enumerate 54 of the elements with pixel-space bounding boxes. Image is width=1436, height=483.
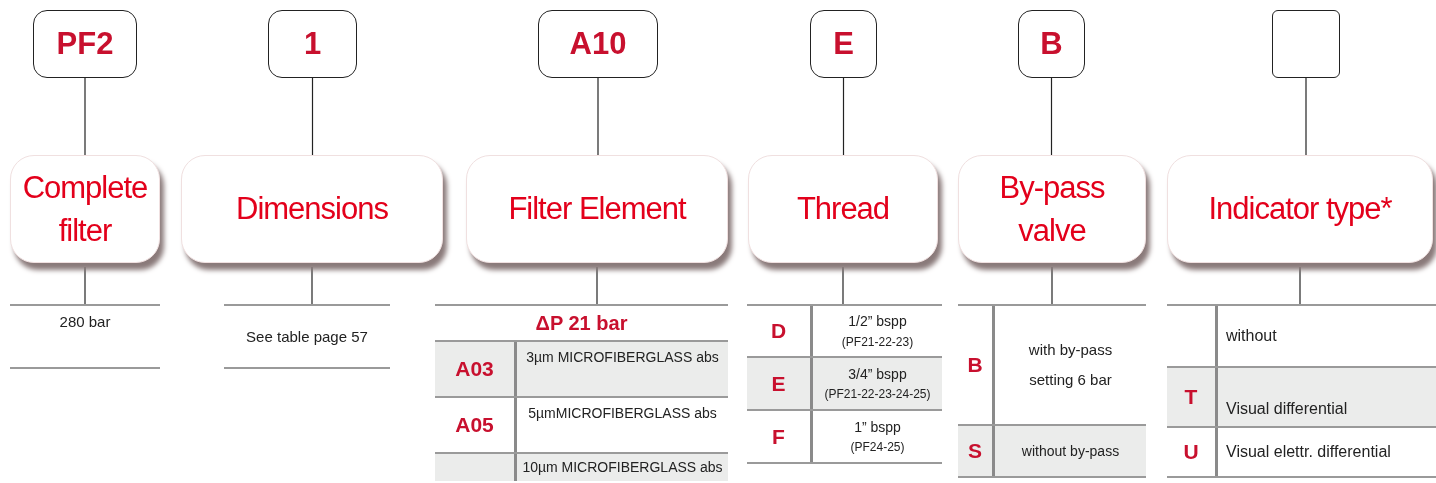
category-box: Thread [748, 155, 938, 263]
option-code: S [958, 426, 995, 476]
connector-line [1305, 77, 1307, 156]
option-table [747, 304, 942, 464]
connector-line [1299, 266, 1301, 305]
connector-line [84, 266, 86, 305]
option-code: T [1167, 368, 1218, 426]
option-table [10, 304, 160, 369]
option-description: 10µm MICROFIBERGLASS abs [522, 458, 723, 478]
option-table [224, 304, 390, 369]
connector-line [311, 266, 313, 305]
option-code: U [1167, 428, 1218, 476]
connector-line [84, 77, 86, 156]
option-description: 280 bar [59, 312, 111, 332]
category-box: Dimensions [181, 155, 443, 263]
option-description: 1” bspp [854, 417, 901, 437]
code-box: A10 [538, 10, 658, 78]
option-table [435, 304, 728, 481]
option-code: A03 [435, 342, 517, 396]
table-heading: ΔP 21 bar [534, 311, 629, 336]
connector-line [597, 77, 599, 156]
option-description: 3/4” bspp [848, 364, 907, 384]
option-description: without by-pass [1021, 441, 1120, 461]
option-description: Visual elettr. differential [1226, 442, 1391, 463]
option-description: 3µm MICROFIBERGLASS abs [526, 348, 719, 367]
model-range: (PF21-22-23-24-25) [824, 386, 931, 404]
connector-line [1050, 77, 1053, 156]
category-box: Indicator type* [1167, 155, 1433, 263]
option-table [958, 304, 1146, 478]
option-code: F [747, 411, 813, 462]
code-box: E [810, 10, 877, 78]
connector-line [842, 266, 844, 305]
model-range: (PF21-22-23) [841, 333, 914, 351]
option-description: without [1226, 326, 1277, 347]
code-box: B [1018, 10, 1085, 78]
option-code: E [747, 358, 813, 409]
code-box: 1 [268, 10, 357, 78]
model-range: (PF24-25) [850, 439, 905, 457]
option-description: with by-pass setting 6 bar [1027, 340, 1114, 390]
category-box: Complete filter [10, 155, 160, 263]
category-box: Filter Element [466, 155, 728, 263]
option-description: 5µmMICROFIBERGLASS abs [528, 404, 717, 423]
option-description: See table page 57 [246, 326, 368, 347]
empty-code-box [1272, 10, 1340, 78]
option-table [1167, 304, 1436, 478]
connector-line [1051, 266, 1053, 305]
connector-line [311, 77, 314, 156]
option-description: 1/2” bspp [848, 312, 907, 332]
option-description: Visual differential [1226, 399, 1348, 420]
connector-line [596, 266, 598, 305]
connector-line [842, 77, 845, 156]
category-box: By-pass valve [958, 155, 1146, 263]
code-box: PF2 [33, 10, 137, 78]
option-code: B [958, 306, 995, 424]
